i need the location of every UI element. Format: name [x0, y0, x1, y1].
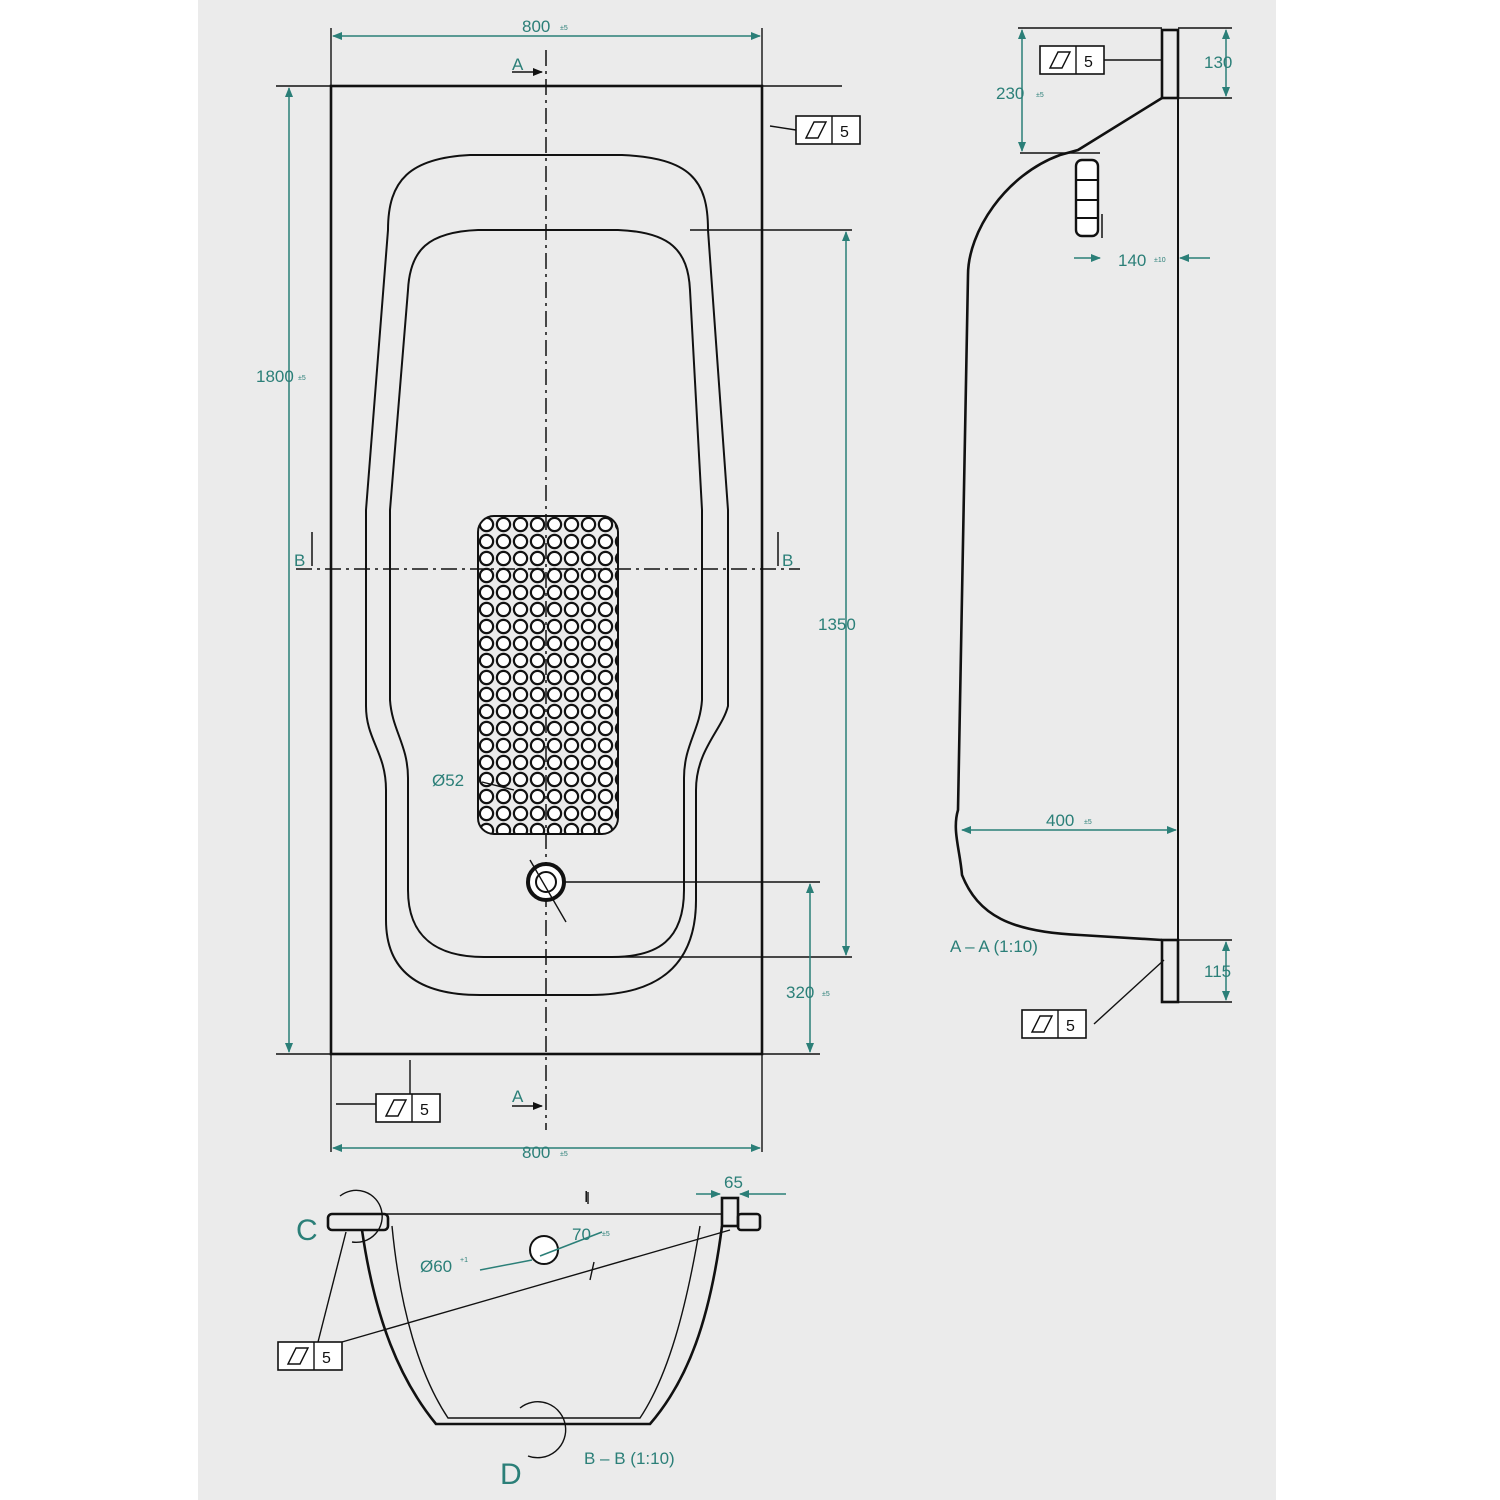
flatness-tolerance-side-bottom: 5	[1021, 959, 1165, 1039]
label-rim-width: 65	[724, 1173, 743, 1192]
label-side-width: 400	[1046, 811, 1074, 830]
dim-drain-hole-leader	[479, 1259, 533, 1271]
tolerance-leader	[317, 1231, 347, 1343]
label-width-bottom: 800	[522, 1143, 550, 1162]
label-overflow-offset: 140	[1118, 251, 1146, 270]
tolerance-frame	[277, 1341, 343, 1371]
flatness-tolerance-bottom: 5	[336, 1060, 441, 1123]
flatness-tolerance-top: 5	[769, 115, 861, 145]
label-side-depth-tol: ±5	[1036, 92, 1044, 99]
mat-leader	[481, 781, 515, 791]
tolerance-leader	[341, 1229, 731, 1343]
label-drain-hole-tol: +1	[460, 1257, 468, 1264]
tolerance-leader	[1093, 959, 1165, 1025]
tolerance-value: 5	[1084, 54, 1093, 71]
section-mark-a-top: A	[512, 55, 524, 74]
drain-inner	[535, 871, 557, 893]
flatness-icon	[804, 121, 828, 139]
basin-outer-profile	[360, 1225, 724, 1426]
label-width-bottom-tol: ±5	[560, 1151, 568, 1158]
section-view-aa: 230 ±5 130 140 ±10 400 ±5 115 A – A (1:1…	[950, 27, 1232, 1039]
rim-right-lip	[736, 1212, 762, 1232]
dim-overflow	[539, 1231, 603, 1257]
overflow-hole-icon	[529, 1235, 559, 1265]
label-drain-offset: 320	[786, 983, 814, 1002]
tolerance-value: 5	[840, 124, 849, 141]
drain-icon	[526, 862, 566, 902]
plan-view: 800 ±5 800 ±5 1800 ±5 1350 320 ±5 Ø52 A …	[256, 17, 861, 1162]
label-side-width-tol: ±5	[1084, 819, 1092, 826]
tolerance-frame	[375, 1093, 441, 1123]
flatness-icon	[1048, 51, 1072, 69]
label-overflow-dim-tol: ±5	[602, 1231, 610, 1238]
section-mark-a-bottom: A	[512, 1087, 524, 1106]
tub-foot	[1160, 938, 1180, 1004]
view-label-section-aa: A – A (1:10)	[950, 937, 1038, 956]
rim-flange-top	[1160, 28, 1180, 100]
tolerance-frame	[795, 115, 861, 145]
detail-c-circle	[339, 1189, 383, 1244]
drain-leader	[529, 859, 567, 923]
label-width-top-tol: ±5	[560, 25, 568, 32]
label-mat-diameter: Ø52	[432, 771, 464, 790]
overflow-tick	[589, 1261, 595, 1281]
flatness-tolerance-bb: 5	[277, 1229, 731, 1371]
flatness-tolerance-side-top: 5	[1039, 45, 1162, 75]
detail-label-c: C	[296, 1214, 318, 1247]
view-label-section-bb: B – B (1:10)	[584, 1449, 675, 1468]
basin-inner-profile	[391, 1225, 701, 1419]
label-inner-length: 1350	[818, 615, 856, 634]
label-width-top: 800	[522, 17, 550, 36]
section-mark-b-right: B	[782, 551, 793, 570]
tub-side-profile	[954, 96, 1163, 942]
label-foot-height: 115	[1204, 962, 1231, 981]
detail-d-circle	[519, 1401, 567, 1459]
rim-right-flange	[720, 1196, 740, 1228]
tolerance-leader	[769, 125, 797, 131]
flatness-icon	[286, 1347, 310, 1365]
label-overflow-dim: 70	[572, 1225, 591, 1244]
tolerance-value: 5	[420, 1102, 429, 1119]
anti-slip-mat	[477, 515, 619, 835]
label-overflow-offset-tol: ±10	[1154, 257, 1166, 264]
detail-label-d: D	[500, 1458, 522, 1491]
label-rim-height: 130	[1204, 53, 1232, 72]
label-drain-hole: Ø60	[420, 1257, 452, 1276]
flatness-icon	[1030, 1015, 1054, 1033]
section-mark-b-left: B	[294, 551, 305, 570]
tolerance-value: 5	[322, 1350, 331, 1367]
rim-left	[326, 1212, 390, 1232]
label-side-depth: 230	[996, 84, 1024, 103]
section-view-bb: I C D 65 70 ±5 Ø60 +1 B – B (1:10) 5	[277, 1173, 786, 1491]
overflow-fitting-icon	[1074, 158, 1103, 238]
tolerance-value: 5	[1066, 1018, 1075, 1035]
tolerance-frame	[1021, 1009, 1087, 1039]
label-drain-offset-tol: ±5	[822, 991, 830, 998]
tolerance-frame	[1039, 45, 1105, 75]
label-length: 1800	[256, 367, 294, 386]
label-length-tol: ±5	[298, 375, 306, 382]
flatness-icon	[384, 1099, 408, 1117]
rim-mark: I	[584, 1189, 588, 1206]
